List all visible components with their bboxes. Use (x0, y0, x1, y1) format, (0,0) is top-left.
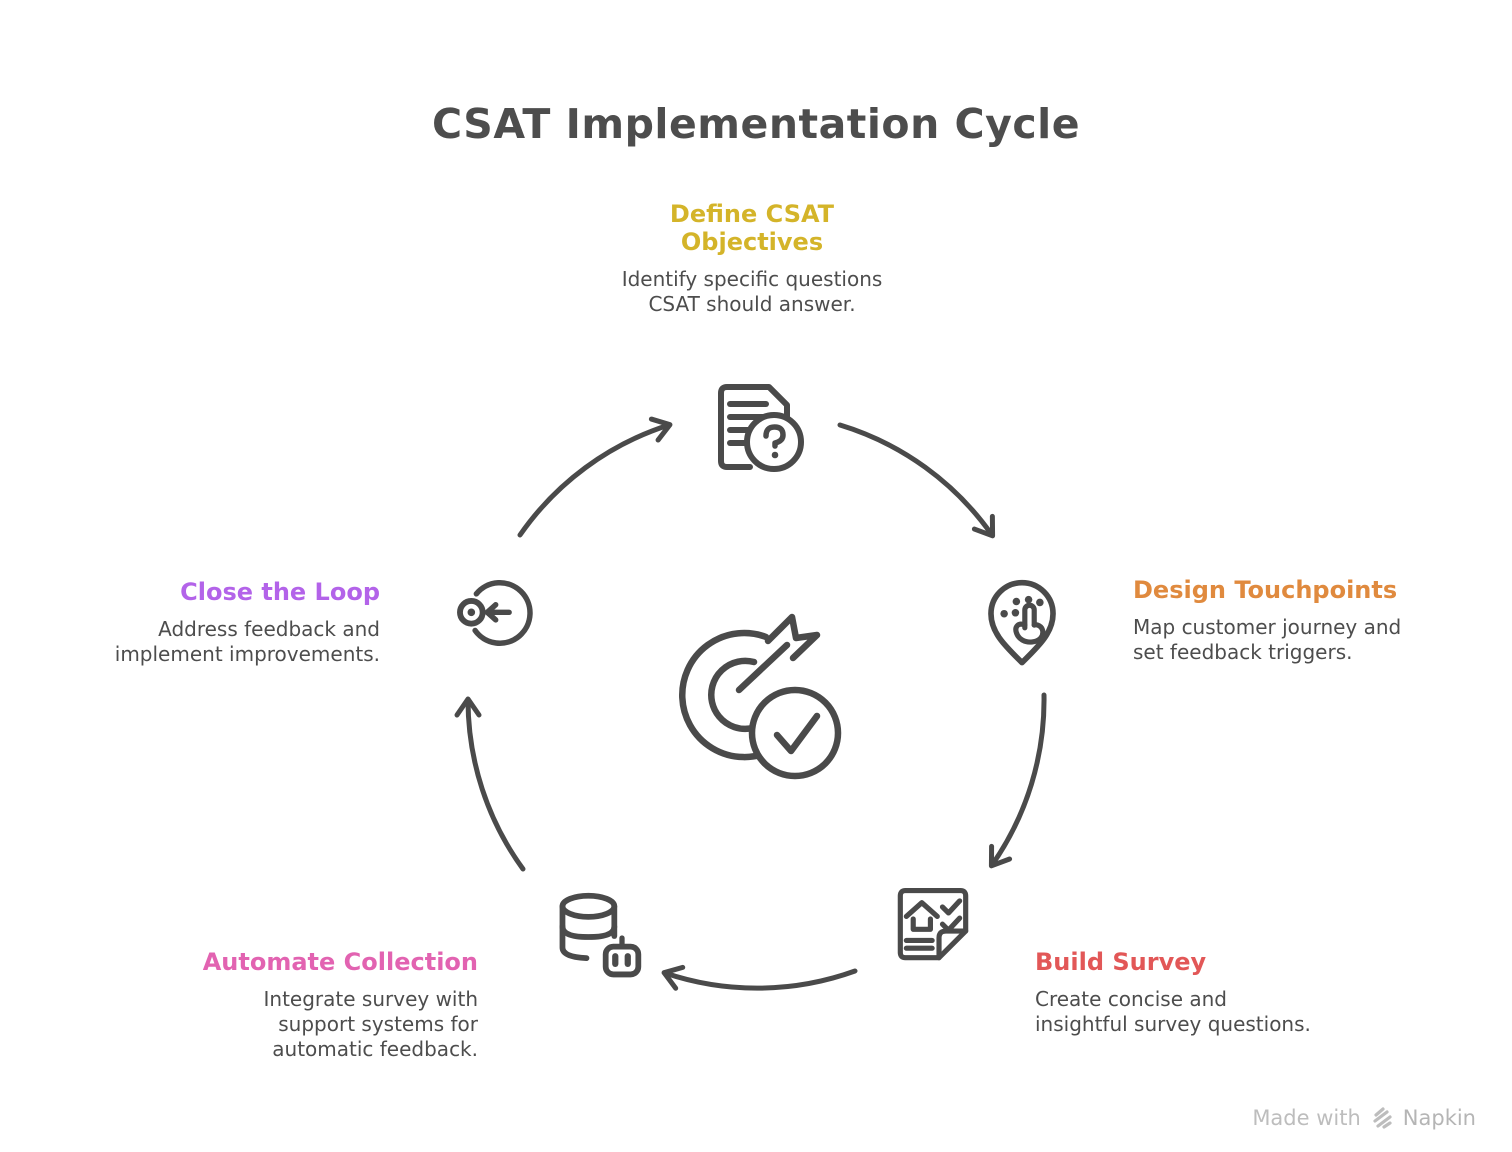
stage-define-objectives: Define CSAT Objectives Identify specific… (556, 200, 948, 317)
database-robot-icon (550, 886, 646, 988)
stage-description: Integrate survey with support systems fo… (263, 987, 478, 1061)
stage-description: Identify specific questions CSAT should … (621, 267, 883, 316)
loop-target-icon (452, 576, 536, 652)
arrow-survey-to-automate (661, 964, 858, 991)
stage-label: Close the Loop (180, 578, 380, 606)
arrow-define-to-touch (837, 422, 996, 539)
napkin-logo-icon (1373, 1107, 1392, 1129)
arrow-automate-to-loop (454, 696, 526, 872)
stage-label: Build Survey (1035, 948, 1207, 976)
arrow-touch-to-survey (988, 692, 1047, 869)
diagram-title: CSAT Implementation Cycle (431, 100, 1081, 148)
stage-close-the-loop: Close the Loop Address feedback and impl… (40, 578, 380, 667)
stage-description: Create concise and insightful survey que… (1035, 987, 1311, 1036)
stage-label: Design Touchpoints (1133, 576, 1398, 604)
target-check-icon (660, 605, 870, 795)
stage-label: Automate Collection (202, 948, 478, 976)
document-question-icon (708, 376, 808, 480)
stage-label: Define CSAT Objectives (669, 200, 835, 256)
stage-build-survey: Build Survey Create concise and insightf… (1035, 948, 1375, 1037)
arrow-loop-to-define (517, 416, 673, 538)
stage-design-touchpoints: Design Touchpoints Map customer journey … (1133, 576, 1473, 665)
watermark-brand: Napkin (1402, 1106, 1476, 1130)
stage-description: Map customer journey and set feedback tr… (1133, 615, 1402, 664)
stage-automate-collection: Automate Collection Integrate survey wit… (138, 948, 478, 1062)
stage-description: Address feedback and implement improveme… (114, 617, 380, 666)
watermark-text: Made with (1252, 1106, 1361, 1130)
map-pin-tap-icon (975, 576, 1069, 674)
watermark: Made with Napkin (1252, 1106, 1476, 1130)
survey-checklist-icon (890, 876, 976, 974)
